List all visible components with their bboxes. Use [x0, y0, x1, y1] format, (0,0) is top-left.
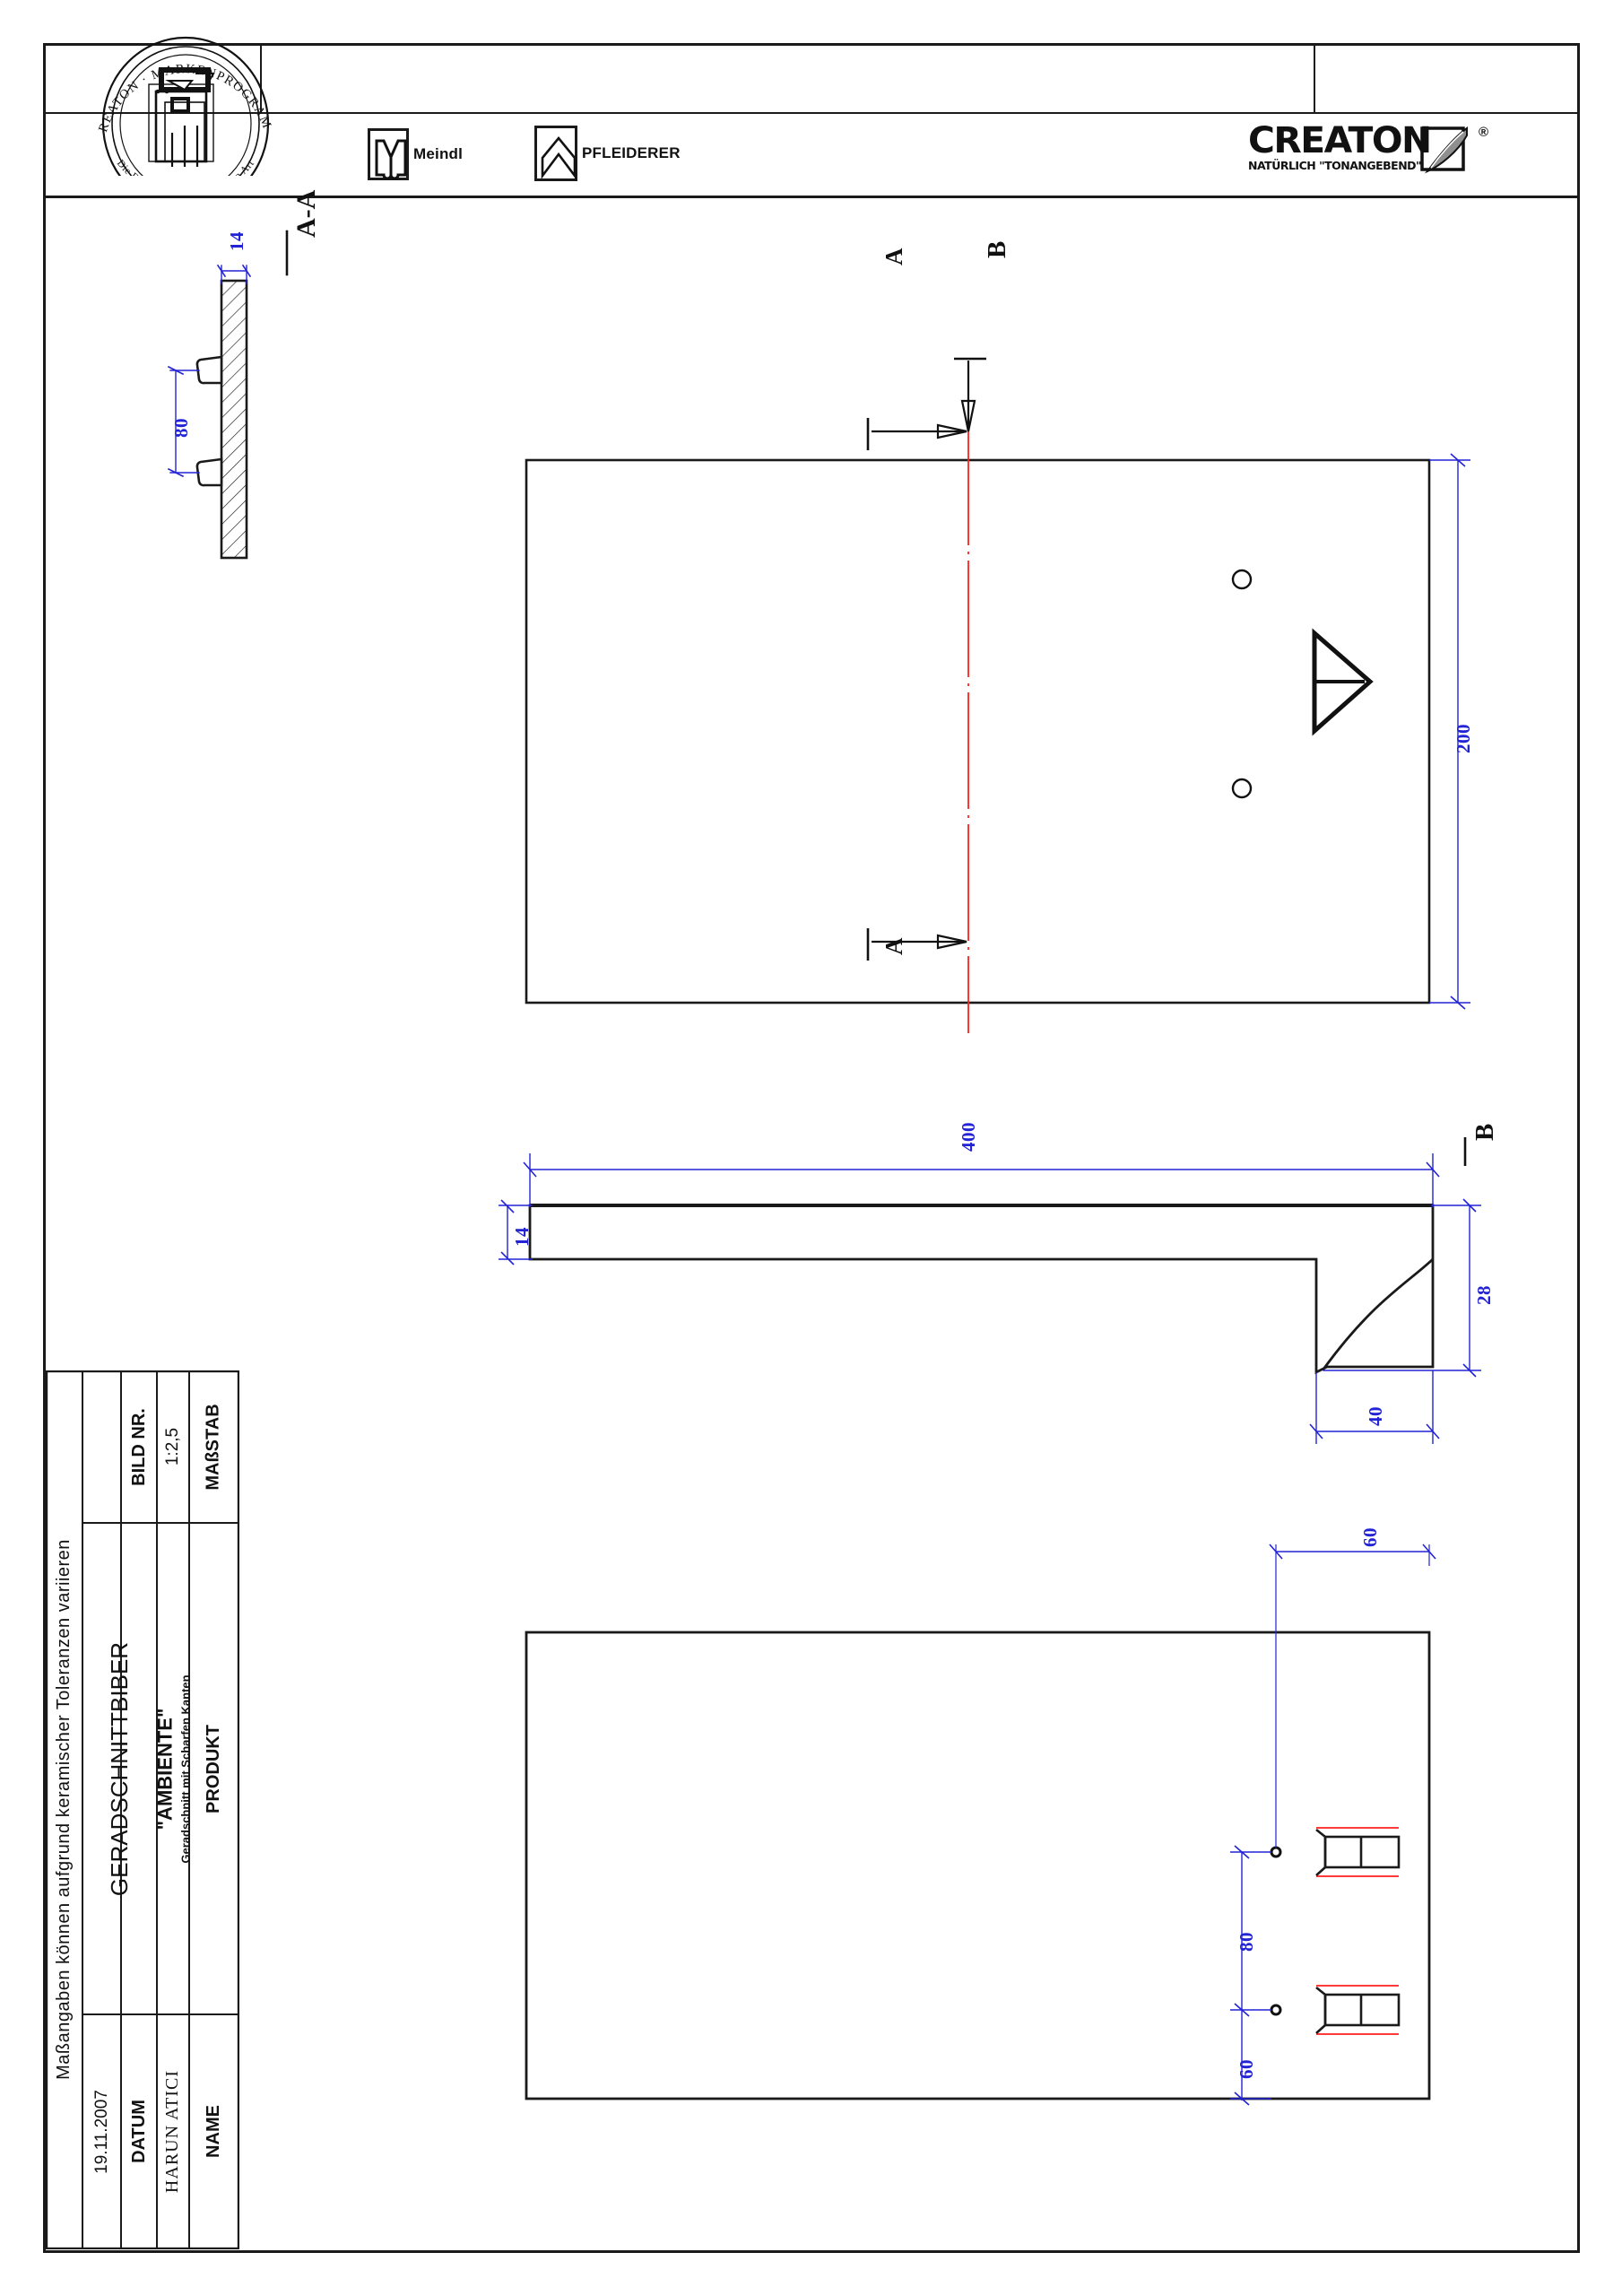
dim-section-aa-thickness: 14	[226, 231, 247, 251]
titleblock-drawing-title-cell: GERADSCHNITTBIBER	[106, 1641, 133, 1896]
meindl-m-logo-icon	[368, 128, 409, 180]
quill-pen-icon	[1420, 126, 1468, 174]
view-label-b: B	[1470, 1123, 1499, 1141]
titleblock-header-massstab: MAßSTAB	[204, 1403, 223, 1491]
titleblock-value-name: HARUN ATICI	[162, 2069, 183, 2194]
view-label-a-a: A-A	[291, 189, 321, 238]
dim-bottom-edge-offset-bottom: 60	[1236, 2059, 1257, 2079]
header-tick-left	[260, 43, 262, 113]
creaton-markenprogramm-seal-icon: CREATON · MARKENPROGRAMM Die Dachmarken …	[79, 34, 292, 176]
titleblock-value-datum: 19.11.2007	[91, 2089, 111, 2174]
creaton-wordmark: CREATON	[1248, 120, 1432, 161]
partner-label-meindl: Meindl	[413, 145, 464, 162]
dim-bottom-edge-offset-top: 60	[1359, 1527, 1381, 1547]
pfleiderer-chevron-logo-icon	[534, 126, 577, 181]
dim-bottom-spacing: 80	[1236, 1932, 1257, 1952]
dim-b-nose-depth: 40	[1365, 1406, 1386, 1426]
titleblock-value-bildnr	[82, 1370, 121, 1523]
section-mark-label-b: B	[983, 240, 1011, 258]
section-mark-label-a-bottom: A	[880, 937, 907, 956]
partner-logo-meindl: Meindl	[368, 128, 463, 180]
header-divider-lower	[46, 196, 1577, 198]
titleblock-header-name: NAME	[204, 2105, 224, 2158]
titleblock-header-datum: DATUM	[128, 2100, 149, 2163]
partner-label-pfleiderer: PFLEIDERER	[582, 144, 681, 161]
creaton-tagline: NATÜRLICH "TONANGEBEND"	[1248, 159, 1422, 172]
titleblock-value-massstab: 1:2,5	[163, 1427, 183, 1466]
drawing-frame-outer	[43, 43, 1580, 2253]
title-block: MAßSTAB 1:2,5 BILD NR. PRODUKT "AMBIENTE…	[46, 1370, 239, 2249]
section-mark-label-a-top: A	[880, 248, 907, 266]
dim-plan-width: 200	[1453, 724, 1474, 753]
titleblock-product-subtitle: Geradschnitt mit Scharfen Kanten	[178, 1674, 193, 1864]
dim-b-thickness: 14	[511, 1227, 533, 1247]
titleblock-product-name-block: "AMBIENTE" Geradschnitt mit Scharfen Kan…	[153, 1523, 193, 2014]
dim-b-nose-height: 28	[1473, 1285, 1495, 1305]
dim-section-aa-spacing: 80	[170, 418, 192, 438]
titleblock-header-produkt: PRODUKT	[204, 1724, 224, 1813]
header-tick-right	[1314, 43, 1315, 113]
header-divider-upper	[46, 112, 1577, 114]
registered-trademark-mark: ®	[1478, 125, 1488, 140]
titleblock-tolerance-note: Maßangaben können aufgrund keramischer T…	[54, 1539, 74, 2080]
partner-logo-pfleiderer: PFLEIDERER	[534, 126, 681, 181]
dim-b-length: 400	[958, 1122, 979, 1152]
titleblock-product-name: "AMBIENTE"	[153, 1708, 177, 1830]
titleblock-header-bildnr: BILD NR.	[128, 1407, 149, 1486]
creaton-brand-logo: CREATON NATÜRLICH "TONANGEBEND" ®	[1248, 123, 1490, 184]
